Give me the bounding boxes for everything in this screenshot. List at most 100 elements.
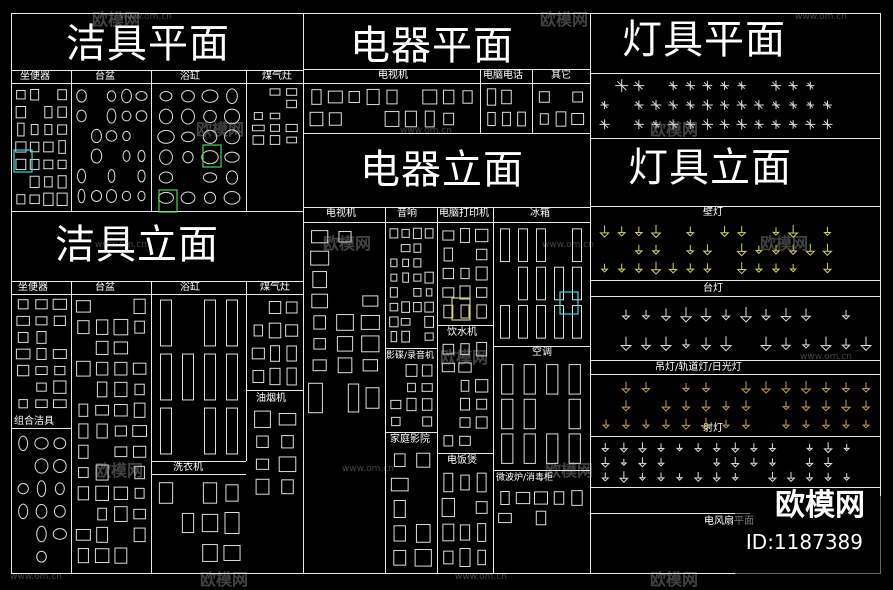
cad-symbol (17, 331, 29, 343)
cad-symbol (843, 443, 851, 452)
cad-symbol (518, 228, 528, 262)
watermark-brand: 欧模网 (196, 120, 245, 139)
cad-symbol (29, 141, 40, 153)
cad-symbol (113, 318, 129, 336)
cad-symbol (500, 228, 510, 262)
cad-symbol (159, 149, 173, 165)
cad-symbol (78, 467, 89, 478)
brand-id: ID:1187389 (745, 530, 863, 554)
cad-symbol (91, 128, 102, 144)
cad-symbol (415, 524, 431, 543)
cad-symbol (114, 381, 128, 398)
cad-symbol (475, 379, 489, 393)
watermark-url: www.om.cn (795, 12, 847, 22)
cad-symbol (53, 458, 67, 474)
cad-symbol (34, 458, 49, 474)
line-l2 (11, 83, 303, 84)
cad-symbol (442, 523, 455, 542)
cad-symbol (821, 400, 831, 412)
cad-symbol (657, 443, 665, 453)
cad-symbol (407, 382, 416, 393)
cad-symbol (57, 89, 67, 101)
cad-symbol (338, 230, 352, 243)
line-m4 (303, 207, 590, 208)
brand-logo-text: 欧模网 (775, 488, 865, 523)
cad-symbol (523, 433, 536, 464)
cad-symbol (95, 404, 110, 416)
cad-symbol (441, 497, 456, 518)
cad-symbol (34, 437, 49, 450)
line-m8 (493, 346, 590, 347)
cad-symbol (52, 349, 67, 359)
cad-symbol (361, 335, 380, 353)
line-m11 (493, 470, 590, 471)
cad-symbol (740, 381, 752, 394)
cad-symbol (389, 228, 399, 239)
cad-symbol (702, 80, 713, 91)
cad-symbol (122, 130, 131, 142)
cad-symbol (278, 413, 297, 426)
cad-symbol (17, 299, 29, 310)
cad-symbol (134, 465, 145, 480)
cad-symbol (268, 301, 282, 314)
line-l3 (11, 211, 303, 212)
cad-symbol (518, 305, 528, 339)
cad-symbol (366, 88, 380, 106)
cad-symbol (572, 228, 582, 262)
cad-symbol (76, 109, 87, 123)
cad-symbol (719, 336, 733, 352)
watermark-brand: 欧模网 (200, 570, 249, 589)
cad-symbol (523, 364, 536, 395)
cad-symbol (182, 353, 194, 401)
cad-symbol (681, 382, 691, 393)
cad-symbol (780, 307, 792, 322)
cad-symbol (477, 523, 487, 542)
cad-symbol (77, 486, 90, 501)
cad-symbol (160, 407, 172, 455)
cad-symbol (789, 263, 798, 273)
cad-symbol (768, 458, 777, 467)
cad-symbol (390, 331, 398, 343)
line-l9 (151, 474, 246, 475)
cad-symbol (554, 266, 564, 301)
cad-symbol (712, 472, 722, 482)
cad-symbol (620, 381, 632, 394)
watermark-brand: 欧模网 (760, 234, 809, 253)
watermark-brand: 欧模网 (92, 10, 141, 29)
cad-symbol (285, 123, 298, 133)
cad-symbol (731, 473, 740, 482)
cad-symbol (693, 472, 703, 482)
cad-symbol (57, 124, 68, 135)
cad-symbol (421, 364, 433, 377)
cad-symbol-highlight (202, 144, 222, 168)
cad-symbol (182, 150, 194, 164)
line-l7 (246, 390, 303, 391)
cad-symbol (224, 151, 240, 163)
cad-symbol (641, 382, 651, 393)
cad-symbol (442, 230, 455, 241)
cad-symbol (365, 387, 380, 409)
line-lv1 (71, 70, 72, 211)
cad-symbol (620, 458, 628, 467)
cad-symbol (309, 111, 324, 127)
cad-symbol (822, 243, 833, 257)
cad-symbol (641, 309, 651, 320)
cad-symbol (389, 302, 399, 312)
cad-symbol (730, 442, 740, 453)
cad-symbol (201, 89, 219, 103)
cad-symbol (615, 79, 629, 93)
cad-symbol (253, 112, 263, 120)
label-taideng: 台灯 (703, 283, 723, 294)
cad-symbol (770, 80, 782, 91)
cad-symbol (254, 410, 271, 428)
cad-symbol (114, 446, 128, 458)
cad-symbol-highlight (451, 297, 471, 321)
cad-symbol (741, 400, 751, 412)
cad-symbol (204, 407, 216, 455)
cad-symbol (721, 419, 731, 429)
cad-symbol (679, 307, 693, 323)
cad-symbol (685, 80, 696, 91)
line-lv2 (151, 70, 152, 211)
line-m9 (385, 432, 437, 433)
